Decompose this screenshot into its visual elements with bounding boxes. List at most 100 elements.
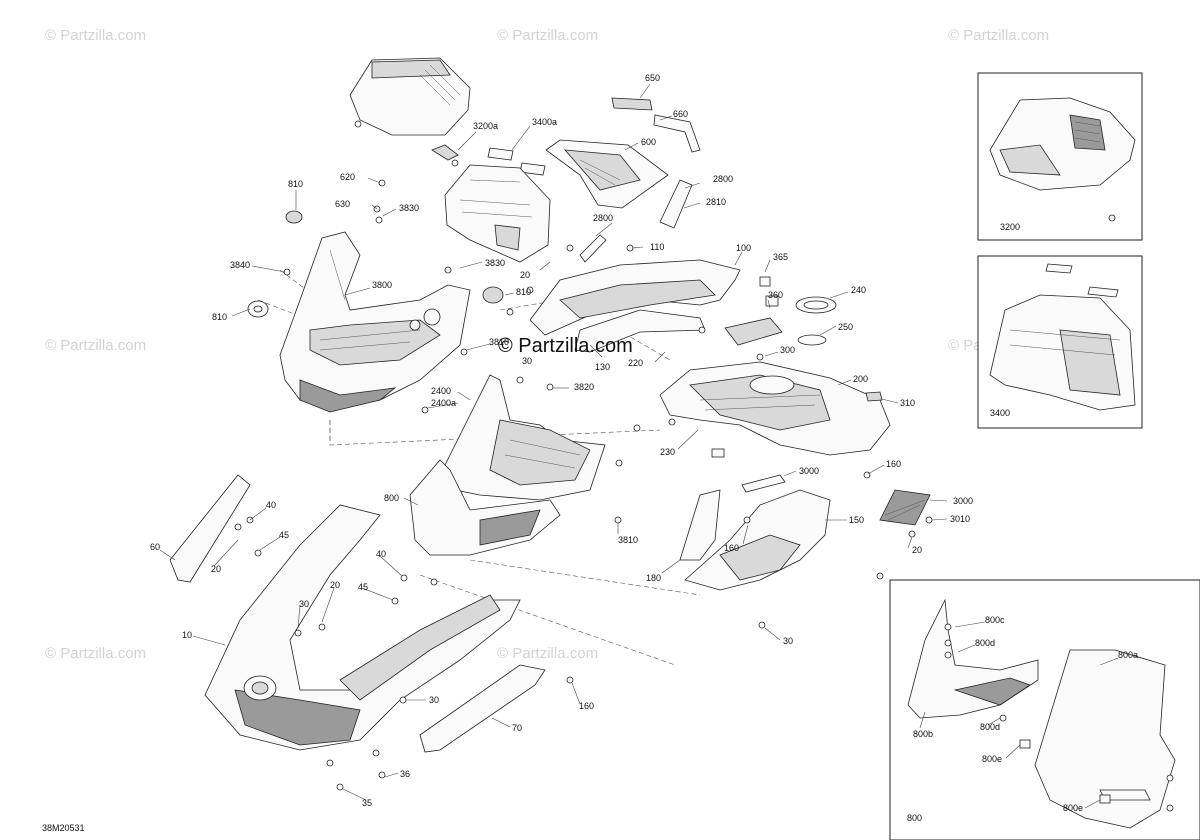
callout-label: 130 bbox=[595, 362, 610, 372]
callout-label: 3810 bbox=[618, 535, 638, 545]
inset-label: 3400 bbox=[990, 408, 1010, 418]
front-nose-part bbox=[279, 231, 471, 413]
callout-label: 3000 bbox=[799, 466, 819, 476]
callout-label: 20 bbox=[330, 580, 340, 590]
side-vent-part bbox=[741, 474, 931, 526]
callout-label: 2800 bbox=[713, 174, 733, 184]
inset-label: 800e bbox=[1063, 803, 1083, 813]
callout-label: 60 bbox=[150, 542, 160, 552]
callout-label: 3830 bbox=[399, 203, 419, 213]
callout-label: 800 bbox=[384, 493, 399, 503]
callout-label: 365 bbox=[773, 252, 788, 262]
callout-label: 150 bbox=[849, 515, 864, 525]
callout-label: 3000 bbox=[953, 496, 973, 506]
callout-label: 3810 bbox=[489, 337, 509, 347]
callout-label: 2800 bbox=[593, 213, 613, 223]
inset-label: 800d bbox=[975, 638, 995, 648]
callout-label: 30 bbox=[522, 356, 532, 366]
inset-label: 3200 bbox=[1000, 222, 1020, 232]
callout-label: 20 bbox=[520, 270, 530, 280]
callout-label: 30 bbox=[783, 636, 793, 646]
callout-label: 810 bbox=[212, 312, 227, 322]
callout-label: 10 bbox=[182, 630, 192, 640]
callout-label: 240 bbox=[851, 285, 866, 295]
callout-label: 20 bbox=[211, 564, 221, 574]
watermark: © Partzilla.com bbox=[45, 27, 146, 44]
gauge-cover-part bbox=[349, 57, 471, 161]
inset-800: 800c 800d 800a 800b 800d 800e 800e 800 bbox=[889, 579, 1200, 840]
callout-label: 810 bbox=[288, 179, 303, 189]
inset-label: 800b bbox=[913, 729, 933, 739]
callout-label: 310 bbox=[900, 398, 915, 408]
diagram-code: 38M20531 bbox=[42, 823, 85, 833]
watermark: © Partzilla.com bbox=[45, 645, 146, 662]
inset-3200: 3200 bbox=[977, 72, 1143, 241]
handle-parts bbox=[611, 97, 701, 153]
watermark-center: © Partzilla.com bbox=[498, 335, 633, 357]
callout-label: 630 bbox=[335, 199, 350, 209]
callout-label: 70 bbox=[512, 723, 522, 733]
callout-label: 36 bbox=[400, 769, 410, 779]
callout-label: 30 bbox=[299, 599, 309, 609]
callout-label: 160 bbox=[886, 459, 901, 469]
callout-label: 810 bbox=[516, 287, 531, 297]
inset-label: 800 bbox=[907, 813, 922, 823]
inset-label: 800a bbox=[1118, 650, 1138, 660]
callout-label: 620 bbox=[340, 172, 355, 182]
callout-label: 660 bbox=[673, 109, 688, 119]
callout-label: 220 bbox=[628, 358, 643, 368]
callout-label: 100 bbox=[736, 243, 751, 253]
leader-lines bbox=[159, 83, 948, 801]
side-trim-part bbox=[579, 179, 693, 263]
top-panel-part bbox=[545, 139, 669, 209]
upper-console-part bbox=[529, 259, 741, 353]
callout-label: 300 bbox=[780, 345, 795, 355]
callout-label: 360 bbox=[768, 290, 783, 300]
side-rail-part bbox=[169, 474, 251, 583]
callout-label: 250 bbox=[838, 322, 853, 332]
callout-label: 20 bbox=[912, 545, 922, 555]
callout-label: 45 bbox=[279, 530, 289, 540]
windshield-base-part bbox=[204, 504, 521, 751]
small-console-parts bbox=[711, 276, 883, 458]
watermark: © Partzilla.com bbox=[948, 27, 1049, 44]
inset-3400: 3400 bbox=[977, 255, 1143, 429]
callout-label: 2810 bbox=[706, 197, 726, 207]
callout-label: 3830 bbox=[485, 258, 505, 268]
fasteners bbox=[234, 159, 933, 791]
callout-label: 3010 bbox=[950, 514, 970, 524]
callout-label: 3400a bbox=[532, 117, 557, 127]
callout-label: 2400a bbox=[431, 398, 456, 408]
watermark: © Partzilla.com bbox=[45, 337, 146, 354]
callout-label: 40 bbox=[266, 500, 276, 510]
lower-nose-part bbox=[409, 459, 561, 556]
callout-label: 3200a bbox=[473, 121, 498, 131]
headlight-housing-part bbox=[444, 374, 606, 501]
callout-label: 650 bbox=[645, 73, 660, 83]
callout-label: 200 bbox=[853, 374, 868, 384]
callout-label: 600 bbox=[641, 137, 656, 147]
callout-label: 160 bbox=[579, 701, 594, 711]
callout-label: 110 bbox=[650, 242, 664, 252]
callout-label: 35 bbox=[362, 798, 372, 808]
inset-label: 800c bbox=[985, 615, 1005, 625]
inset-label: 800e bbox=[982, 754, 1002, 764]
callout-labels: 650 660 3200a 3400a 600 2800 2810 2800 1… bbox=[150, 73, 973, 808]
grommet-parts bbox=[247, 210, 504, 318]
callout-label: 3800 bbox=[372, 280, 392, 290]
callout-label: 30 bbox=[429, 695, 439, 705]
callout-label: 160 bbox=[724, 543, 739, 553]
callout-label: 3820 bbox=[574, 382, 594, 392]
callout-label: 2400 bbox=[431, 386, 451, 396]
watermark: © Partzilla.com bbox=[497, 645, 598, 662]
callout-label: 40 bbox=[376, 549, 386, 559]
callout-label: 230 bbox=[660, 447, 675, 457]
floor-strip-part bbox=[419, 664, 546, 753]
callout-label: 45 bbox=[358, 582, 368, 592]
callout-label: 3840 bbox=[230, 260, 250, 270]
watermark: © Partzilla.com bbox=[497, 27, 598, 44]
side-panel-right-part bbox=[679, 489, 831, 591]
console-body-part bbox=[659, 361, 891, 456]
callout-label: 180 bbox=[646, 573, 661, 583]
